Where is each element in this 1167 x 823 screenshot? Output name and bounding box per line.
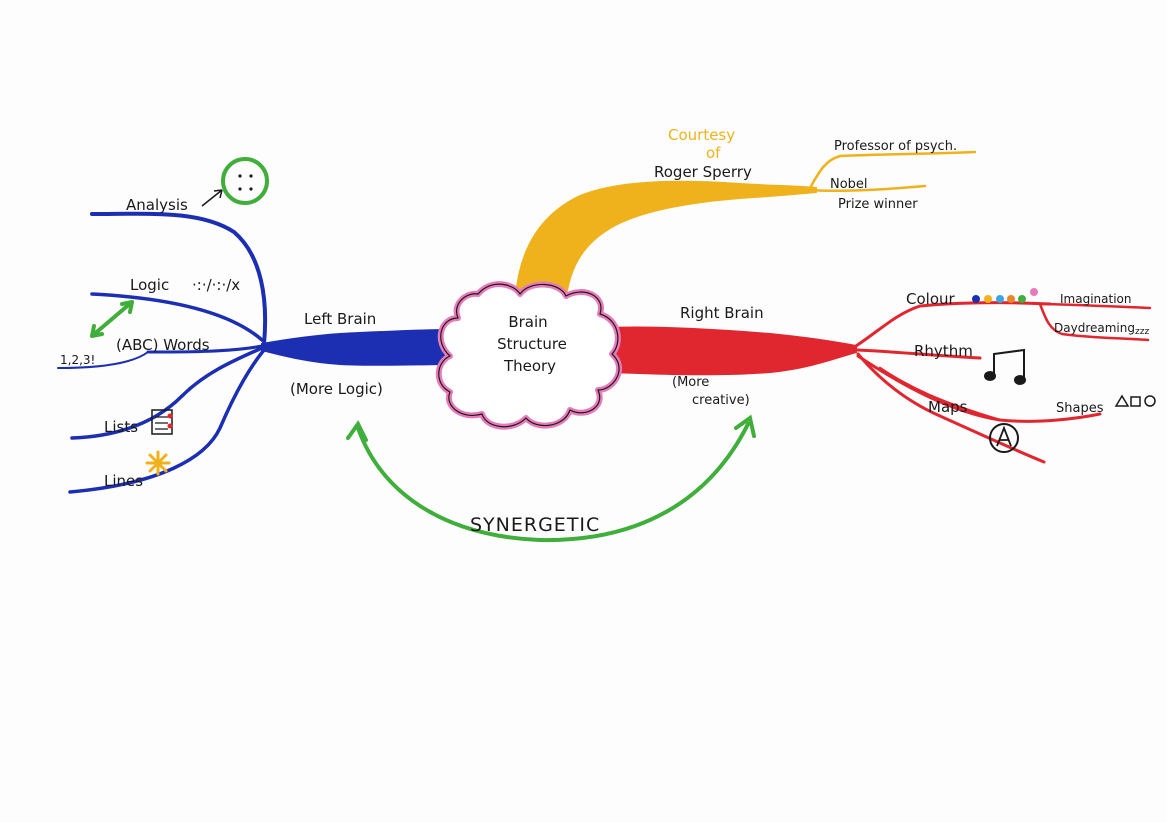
dot-icon [249, 174, 253, 178]
center-line-3: Theory [503, 357, 556, 375]
central-cloud-shape [435, 281, 622, 430]
nobel-label: Nobel [830, 177, 868, 192]
arc-arrowhead-right-icon [734, 414, 756, 438]
map-compass-icon [989, 423, 1019, 453]
lists-label: Lists [104, 418, 138, 436]
branch-numbers [57, 351, 149, 369]
professor-label: Professor of psych. [834, 139, 957, 154]
logic-double-arrow-icon [90, 300, 134, 338]
left-brain-subtitle: (More Logic) [290, 380, 383, 398]
branch-rhythm [856, 348, 982, 360]
courtesy-label: Courtesy [668, 126, 735, 144]
colour-dot-icon [1018, 295, 1026, 303]
top-main-trunk [514, 180, 817, 297]
branch-nobel [808, 184, 927, 193]
colour-dot-icon [1007, 295, 1015, 303]
rhythm-label: Rhythm [914, 342, 973, 360]
analysis-arrow-icon [201, 189, 223, 207]
music-note-icon [984, 348, 1026, 385]
colour-dot-icon [984, 295, 992, 303]
right-brain-subtitle-b: creative) [692, 393, 750, 408]
right-brain-title: Right Brain [680, 304, 764, 322]
maps-label: Maps [928, 398, 968, 416]
branch-analysis [90, 211, 268, 346]
daydreaming-zzz-label: zzz [1135, 327, 1149, 337]
imagination-label: Imagination [1060, 292, 1131, 306]
branch-maps-lower [878, 366, 1002, 422]
center-line-1: Brain [508, 313, 547, 331]
right-brain-subtitle-a: (More [672, 375, 709, 390]
left-brain-branch [57, 157, 453, 494]
branch-words [146, 344, 264, 354]
colour-label: Colour [906, 290, 956, 308]
branch-daydreaming [1038, 302, 1150, 342]
center-line-2: Structure [497, 335, 567, 353]
words-label: (ABC) Words [116, 336, 210, 354]
daydreaming-label: Daydreaming [1054, 321, 1135, 335]
logic-symbols-label: ·:·/·:·/x [192, 276, 240, 294]
top-branch [514, 150, 977, 297]
branch-professor [808, 150, 977, 190]
synergetic-label: SYNERGETIC [470, 514, 600, 536]
right-brain-branch [611, 288, 1156, 464]
colour-dot-icon [996, 295, 1004, 303]
roger-sperry-label: Roger Sperry [654, 163, 752, 181]
dot-icon [249, 187, 253, 191]
numbers-label: 1,2,3! [60, 353, 95, 367]
branch-imagination [1038, 302, 1152, 310]
logic-label: Logic [130, 276, 169, 294]
synergetic-arc [346, 414, 756, 543]
analysis-label: Analysis [126, 196, 188, 214]
dot-icon [238, 174, 242, 178]
colour-dot-icon [1030, 288, 1038, 296]
list-icon [151, 409, 173, 435]
lines-label: Lines [104, 472, 143, 490]
branch-lists [70, 346, 264, 440]
list-bullet-icon [167, 413, 173, 419]
branch-lines [68, 348, 266, 494]
branch-colour [854, 301, 1052, 348]
courtesy-of-label: of [706, 144, 721, 162]
dot-icon [238, 187, 242, 191]
arc-arrowhead-left-icon [346, 420, 368, 442]
branch-logic [90, 292, 264, 342]
star-icon [145, 450, 171, 476]
analysis-circle-icon [221, 157, 269, 205]
right-main-trunk [611, 326, 857, 376]
left-main-trunk [261, 328, 453, 366]
shapes-label: Shapes [1056, 401, 1104, 416]
colour-dot-icon [972, 295, 980, 303]
central-node [435, 281, 622, 430]
left-brain-title: Left Brain [304, 310, 376, 328]
prize-winner-label: Prize winner [838, 197, 918, 212]
shapes-icon [1114, 394, 1156, 407]
list-bullet-icon [167, 423, 173, 429]
